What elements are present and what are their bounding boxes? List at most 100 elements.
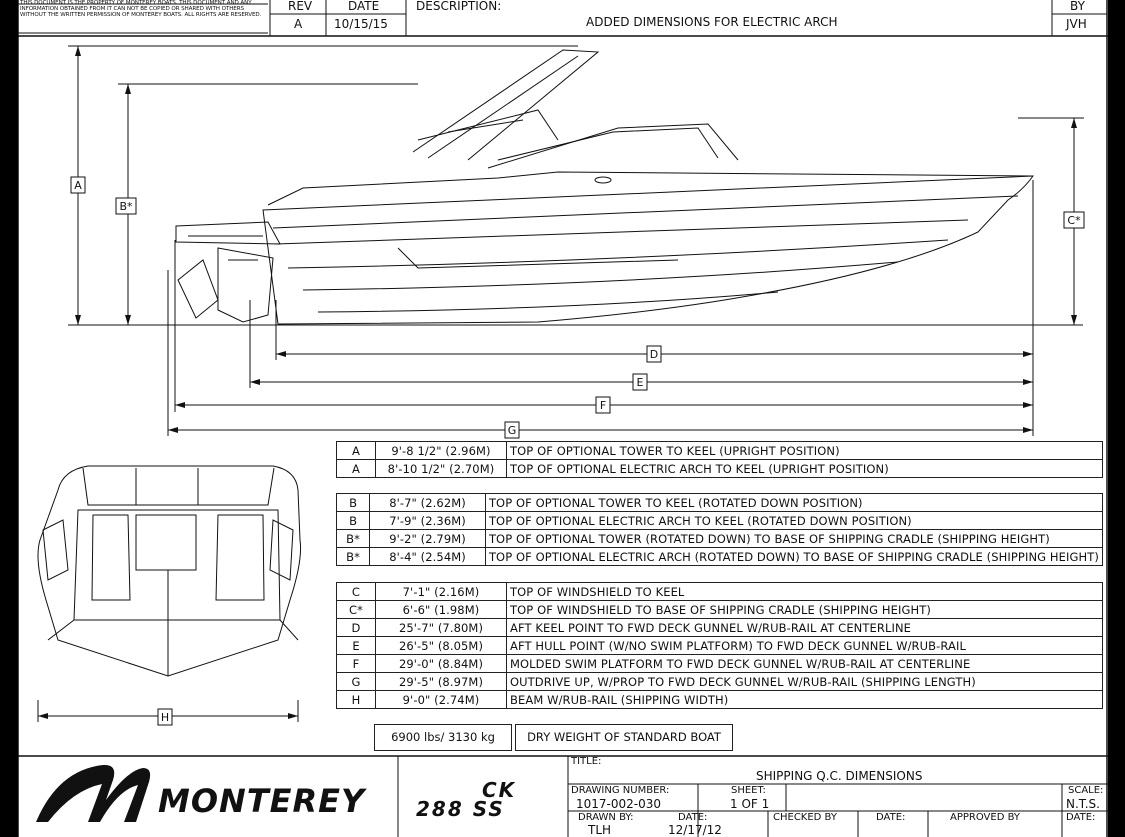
spec-row: B*9'-2" (2.79M)TOP OF OPTIONAL TOWER (RO… [335, 529, 1104, 548]
spec-description: TOP OF OPTIONAL ELECTRIC ARCH (ROTATED D… [484, 547, 1104, 566]
approved-date-label: DATE: [1066, 812, 1096, 823]
by-header: BY [1070, 0, 1085, 13]
sheet-label: SHEET: [731, 785, 766, 796]
spec-key: B [335, 511, 371, 530]
spec-key: B [335, 493, 371, 512]
dimension-box [646, 345, 662, 363]
rev-description: ADDED DIMENSIONS FOR ELECTRIC ARCH [586, 15, 838, 29]
spec-description: AFT KEEL POINT TO FWD DECK GUNNEL W/RUB-… [506, 618, 1103, 637]
spec-value: 9'-2" (2.79M) [369, 529, 486, 548]
weight-label: DRY WEIGHT OF STANDARD BOAT [515, 724, 733, 751]
spec-value: 7'-1" (2.16M) [375, 582, 507, 601]
dimension-label: H [161, 711, 169, 724]
dimension-label: C* [1067, 214, 1081, 227]
dimension-box [632, 373, 648, 391]
dimension-box [115, 197, 137, 215]
spec-key: G [336, 672, 376, 691]
model-line2: 288 SS [416, 797, 505, 821]
drawn-date-label: DATE: [678, 812, 708, 823]
title-label: TITLE: [571, 756, 602, 767]
spec-key: A [336, 459, 376, 478]
spec-description: BEAM W/RUB-RAIL (SHIPPING WIDTH) [506, 690, 1103, 709]
spec-description: AFT HULL POINT (W/NO SWIM PLATFORM) TO F… [506, 636, 1103, 655]
spec-value: 26'-5" (8.05M) [375, 636, 507, 655]
spec-key: D [336, 618, 376, 637]
dimension-box [504, 421, 520, 439]
spec-value: 7'-9" (2.36M) [369, 511, 486, 530]
spec-value: 9'-0" (2.74M) [375, 690, 507, 709]
dimension-label: F [600, 399, 606, 412]
spec-key: H [336, 690, 376, 709]
drawn-by-label: DRAWN BY: [578, 812, 634, 823]
scale-value: N.T.S. [1066, 797, 1100, 811]
spec-key: F [336, 654, 376, 673]
drawn-date-value: 12/17/12 [668, 823, 722, 837]
spec-value: 9'-8 1/2" (2.96M) [375, 441, 507, 460]
spec-value: 29'-5" (8.97M) [375, 672, 507, 691]
spec-key: B* [335, 547, 371, 566]
spec-description: TOP OF OPTIONAL TOWER TO KEEL (UPRIGHT P… [506, 441, 1103, 460]
drawn-by-value: TLH [588, 823, 612, 837]
spec-description: TOP OF OPTIONAL ELECTRIC ARCH TO KEEL (U… [506, 459, 1103, 478]
spec-value: 25'-7" (7.80M) [375, 618, 507, 637]
dimension-box [595, 396, 611, 414]
sheet-value: 1 OF 1 [730, 797, 770, 811]
checked-date-label: DATE: [876, 812, 906, 823]
drawing-number-label: DRAWING NUMBER: [571, 785, 670, 796]
description-header: DESCRIPTION: [416, 0, 502, 13]
brand-name: MONTEREY [158, 782, 366, 820]
spec-key: E [336, 636, 376, 655]
spec-value: 6'-6" (1.98M) [375, 600, 507, 619]
spec-description: TOP OF OPTIONAL TOWER (ROTATED DOWN) TO … [484, 529, 1104, 548]
dimension-label: D [650, 348, 658, 361]
rev-value: A [294, 17, 303, 31]
spec-key: C* [336, 600, 376, 619]
weight-value: 6900 lbs/ 3130 kg [374, 724, 512, 751]
spec-value: 8'-4" (2.54M) [369, 547, 486, 566]
spec-key: B* [335, 529, 371, 548]
dimension-box [157, 708, 173, 726]
spec-key: C [336, 582, 376, 601]
date-header: DATE [348, 0, 380, 13]
approved-by-label: APPROVED BY [950, 812, 1021, 823]
spec-description: TOP OF WINDSHIELD TO BASE OF SHIPPING CR… [506, 600, 1103, 619]
model-line1: CK [482, 778, 517, 802]
spec-value: 8'-7" (2.62M) [369, 493, 486, 512]
dimension-box [70, 176, 86, 194]
rev-by: JVH [1066, 17, 1087, 31]
spec-description: MOLDED SWIM PLATFORM TO FWD DECK GUNNEL … [506, 654, 1103, 673]
spec-description: TOP OF OPTIONAL TOWER TO KEEL (ROTATED D… [484, 493, 1104, 512]
drawing-number: 1017-002-030 [576, 797, 662, 811]
spec-description: TOP OF OPTIONAL ELECTRIC ARCH TO KEEL (R… [484, 511, 1104, 530]
spec-row: B*8'-4" (2.54M)TOP OF OPTIONAL ELECTRIC … [335, 547, 1104, 566]
dimension-label: E [637, 376, 644, 389]
spec-key: A [336, 441, 376, 460]
scale-label: SCALE: [1068, 785, 1104, 796]
monterey-logo-icon [36, 764, 151, 822]
spec-row: C*6'-6" (1.98M)TOP OF WINDSHIELD TO BASE… [336, 600, 1103, 619]
spec-value: 29'-0" (8.84M) [375, 654, 507, 673]
rev-header: REV [288, 0, 313, 13]
checked-by-label: CHECKED BY [773, 812, 837, 823]
rev-date: 10/15/15 [334, 17, 388, 31]
dimension-label: G [508, 424, 517, 437]
dimension-box [1063, 211, 1085, 229]
drawing-title: SHIPPING Q.C. DIMENSIONS [756, 769, 923, 783]
spec-description: OUTDRIVE UP, W/PROP TO FWD DECK GUNNEL W… [506, 672, 1103, 691]
copyright-notice: This document is the property of Montere… [20, 0, 262, 19]
